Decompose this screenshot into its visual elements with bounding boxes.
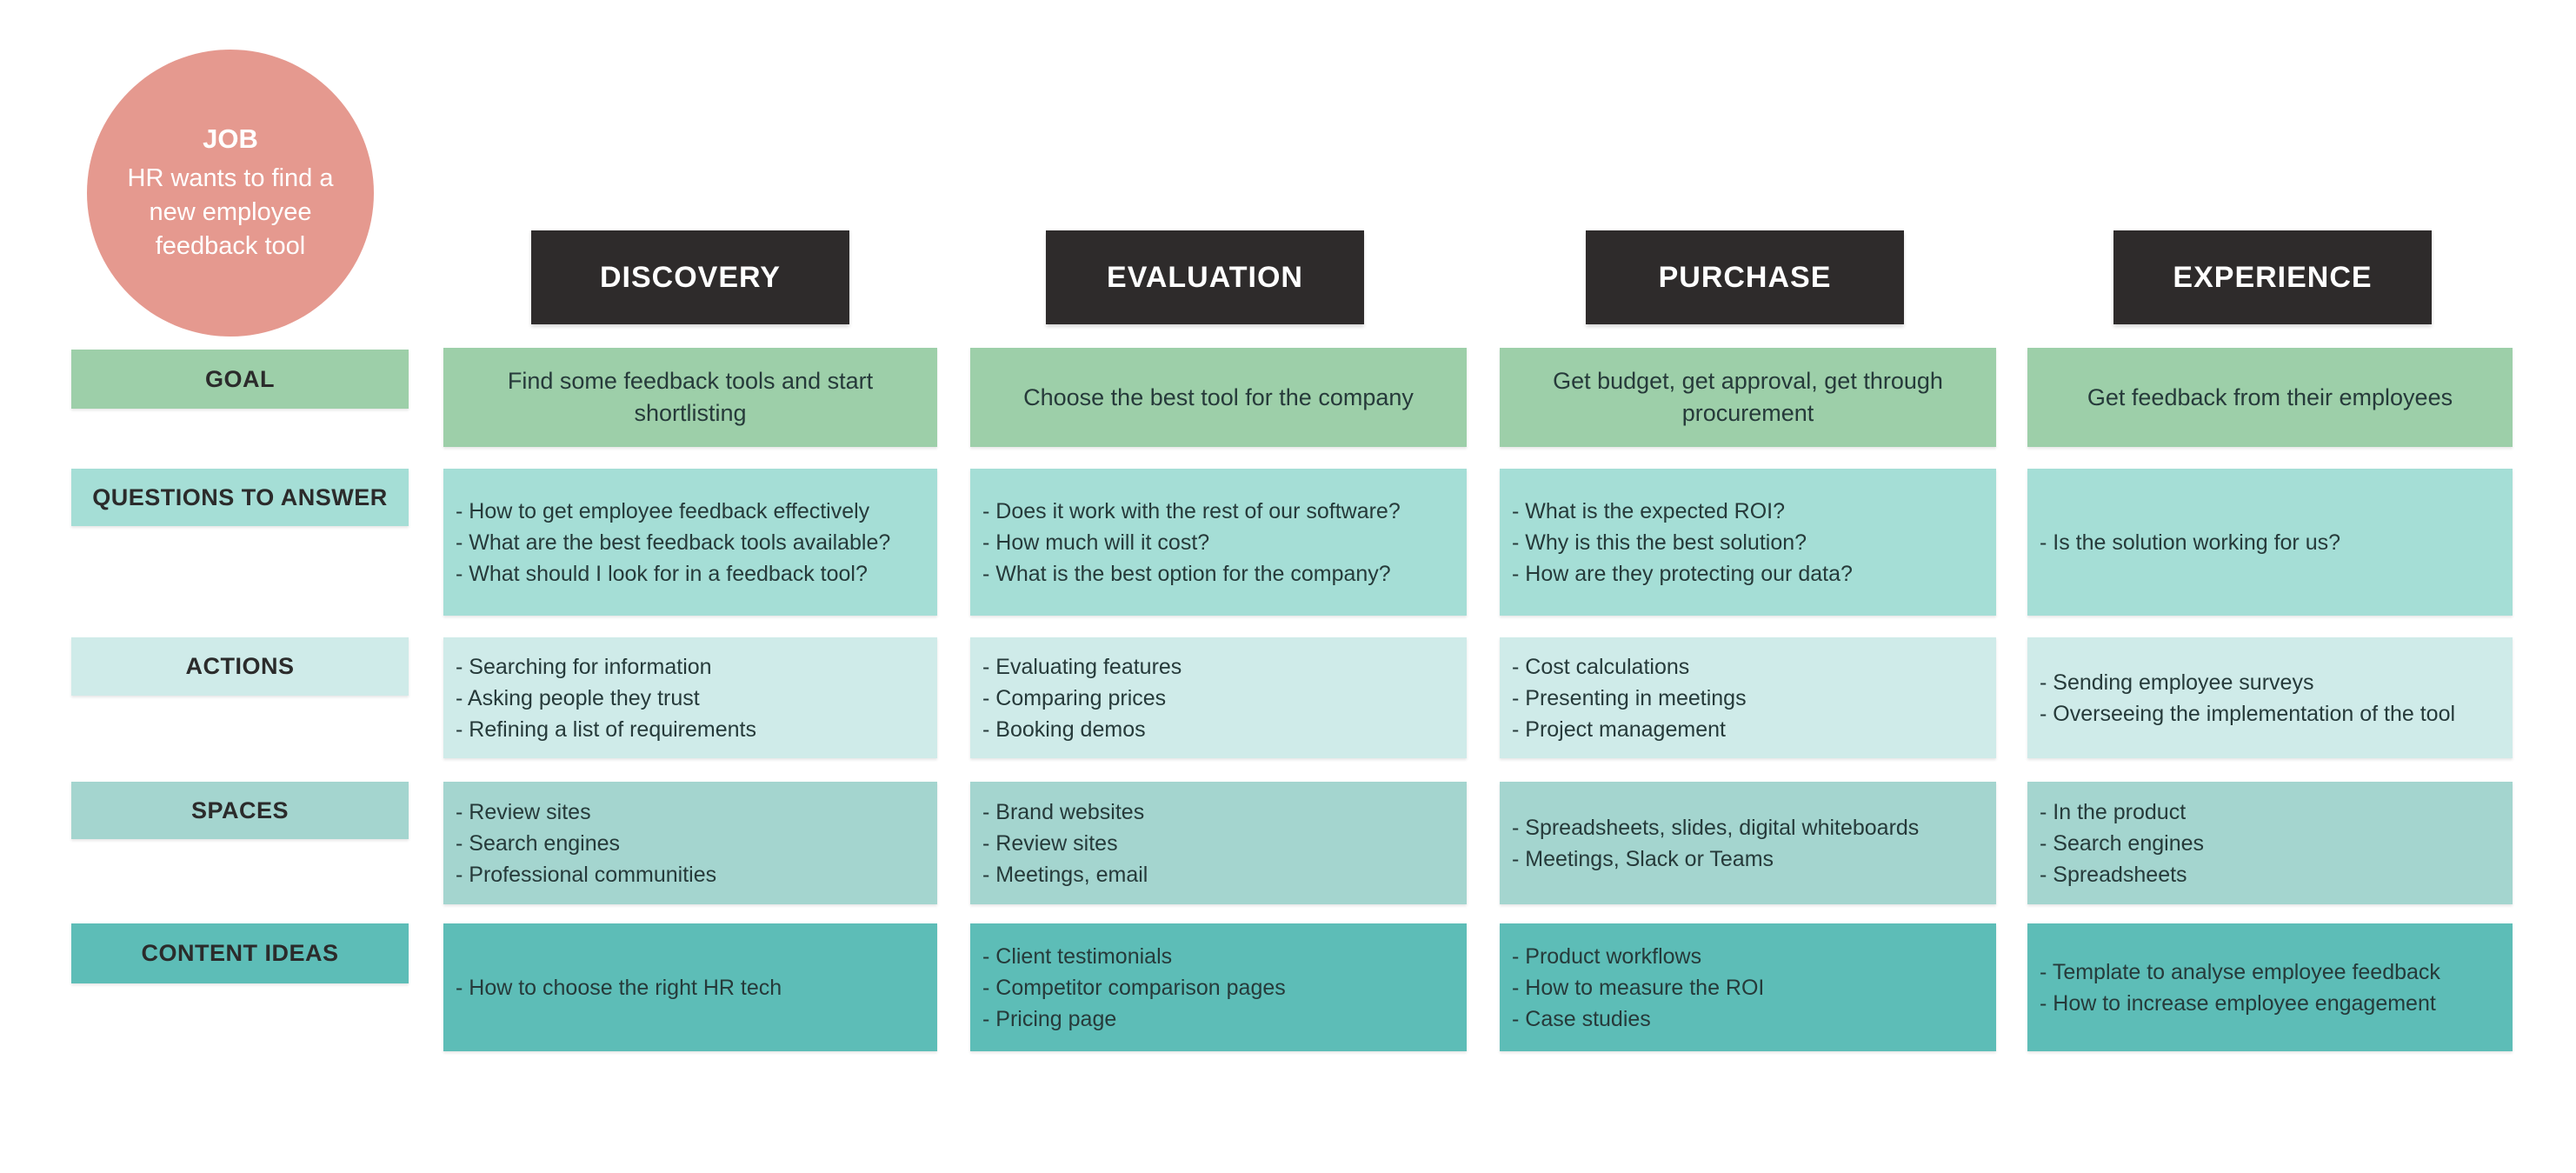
cell-line: - What is the expected ROI? bbox=[1512, 498, 1786, 523]
cell-line: - Overseeing the implementation of the t… bbox=[2040, 701, 2456, 726]
cell-line: - Pricing page bbox=[982, 1006, 1117, 1031]
cell-line: - How to get employee feedback effective… bbox=[456, 498, 870, 523]
cell-purchase-goal: Get budget, get approval, get through pr… bbox=[1500, 348, 1996, 447]
cell-line: - Spreadsheets bbox=[2040, 862, 2187, 887]
cell-line: - Project management bbox=[1512, 716, 1726, 742]
cell-line: - Booking demos bbox=[982, 716, 1146, 742]
cell-experience-content-ideas: - Template to analyse employee feedback -… bbox=[2027, 923, 2513, 1051]
cell-line: - Refining a list of requirements bbox=[456, 716, 756, 742]
cell-purchase-spaces: - Spreadsheets, slides, digital whiteboa… bbox=[1500, 782, 1996, 904]
job-circle: JOB HR wants to find a new employee feed… bbox=[87, 50, 374, 337]
cell-line: - What should I look for in a feedback t… bbox=[456, 561, 868, 586]
row-label-actions: ACTIONS bbox=[71, 637, 409, 696]
cell-line: - What is the best option for the compan… bbox=[982, 561, 1391, 586]
row-label-content-ideas: CONTENT IDEAS bbox=[71, 923, 409, 983]
cell-line: - Searching for information bbox=[456, 654, 712, 679]
cell-line: - How to choose the right HR tech bbox=[456, 975, 782, 1000]
cell-line: - Competitor comparison pages bbox=[982, 975, 1286, 1000]
cell-evaluation-actions: - Evaluating features - Comparing prices -… bbox=[970, 637, 1467, 758]
cell-line: - Search engines bbox=[456, 830, 621, 856]
cell-experience-actions: - Sending employee surveys - Overseeing t… bbox=[2027, 637, 2513, 758]
stage-header-purchase: PURCHASE bbox=[1586, 230, 1904, 324]
cell-evaluation-goal: Choose the best tool for the company bbox=[970, 348, 1467, 447]
cell-evaluation-content-ideas: - Client testimonials - Competitor compar… bbox=[970, 923, 1467, 1051]
cell-line: - Comparing prices bbox=[982, 685, 1167, 710]
cell-discovery-questions: - How to get employee feedback effective… bbox=[443, 469, 937, 616]
cell-line: - What are the best feedback tools avail… bbox=[456, 530, 891, 555]
cell-purchase-content-ideas: - Product workflows - How to measure the … bbox=[1500, 923, 1996, 1051]
cell-line: - Asking people they trust bbox=[456, 685, 700, 710]
stage-header-experience: EXPERIENCE bbox=[2113, 230, 2432, 324]
cell-line: - Case studies bbox=[1512, 1006, 1651, 1031]
cell-evaluation-spaces: - Brand websites - Review sites - Meetings… bbox=[970, 782, 1467, 904]
cell-purchase-actions: - Cost calculations - Presenting in meeti… bbox=[1500, 637, 1996, 758]
cell-line: - Template to analyse employee feedback bbox=[2040, 959, 2440, 984]
cell-line: - Is the solution working for us? bbox=[2040, 530, 2340, 555]
cell-line: - How to measure the ROI bbox=[1512, 975, 1765, 1000]
cell-line: - In the product bbox=[2040, 799, 2187, 824]
cell-experience-spaces: - In the product - Search engines - Spread… bbox=[2027, 782, 2513, 904]
cell-line: - Presenting in meetings bbox=[1512, 685, 1747, 710]
cell-line: - Product workflows bbox=[1512, 943, 1702, 969]
cell-line: - Search engines bbox=[2040, 830, 2205, 856]
cell-discovery-content-ideas: - How to choose the right HR tech bbox=[443, 923, 937, 1051]
cell-line: - Brand websites bbox=[982, 799, 1145, 824]
stage-header-evaluation: EVALUATION bbox=[1046, 230, 1364, 324]
cell-line: - Professional communities bbox=[456, 862, 717, 887]
cell-discovery-goal: Find some feedback tools and start short… bbox=[443, 348, 937, 447]
cell-line: - How to increase employee engagement bbox=[2040, 990, 2436, 1016]
row-label-goal: GOAL bbox=[71, 350, 409, 409]
cell-experience-goal: Get feedback from their employees bbox=[2027, 348, 2513, 447]
cell-line: - Review sites bbox=[456, 799, 591, 824]
cell-line: - Spreadsheets, slides, digital whiteboa… bbox=[1512, 815, 1920, 840]
cell-line: - Does it work with the rest of our soft… bbox=[982, 498, 1401, 523]
cell-experience-questions: - Is the solution working for us? bbox=[2027, 469, 2513, 616]
cell-discovery-spaces: - Review sites - Search engines - Professi… bbox=[443, 782, 937, 904]
cell-evaluation-questions: - Does it work with the rest of our soft… bbox=[970, 469, 1467, 616]
cell-line: - Evaluating features bbox=[982, 654, 1182, 679]
cell-line: - How are they protecting our data? bbox=[1512, 561, 1853, 586]
cell-line: - Review sites bbox=[982, 830, 1118, 856]
cell-purchase-questions: - What is the expected ROI? - Why is this… bbox=[1500, 469, 1996, 616]
cell-line: - Client testimonials bbox=[982, 943, 1173, 969]
cell-line: - Why is this the best solution? bbox=[1512, 530, 1807, 555]
job-circle-description: HR wants to find a new employee feedback… bbox=[127, 163, 334, 260]
cell-discovery-actions: - Searching for information - Asking peop… bbox=[443, 637, 937, 758]
row-label-questions-to-answer: QUESTIONS TO ANSWER bbox=[71, 469, 409, 526]
cell-line: - Meetings, Slack or Teams bbox=[1512, 846, 1774, 871]
cell-line: - Meetings, email bbox=[982, 862, 1148, 887]
stage-header-discovery: DISCOVERY bbox=[531, 230, 849, 324]
cell-line: - Sending employee surveys bbox=[2040, 670, 2314, 695]
cell-line: - Cost calculations bbox=[1512, 654, 1690, 679]
row-label-spaces: SPACES bbox=[71, 782, 409, 839]
cell-line: - How much will it cost? bbox=[982, 530, 1210, 555]
job-circle-title: JOB bbox=[203, 123, 258, 154]
